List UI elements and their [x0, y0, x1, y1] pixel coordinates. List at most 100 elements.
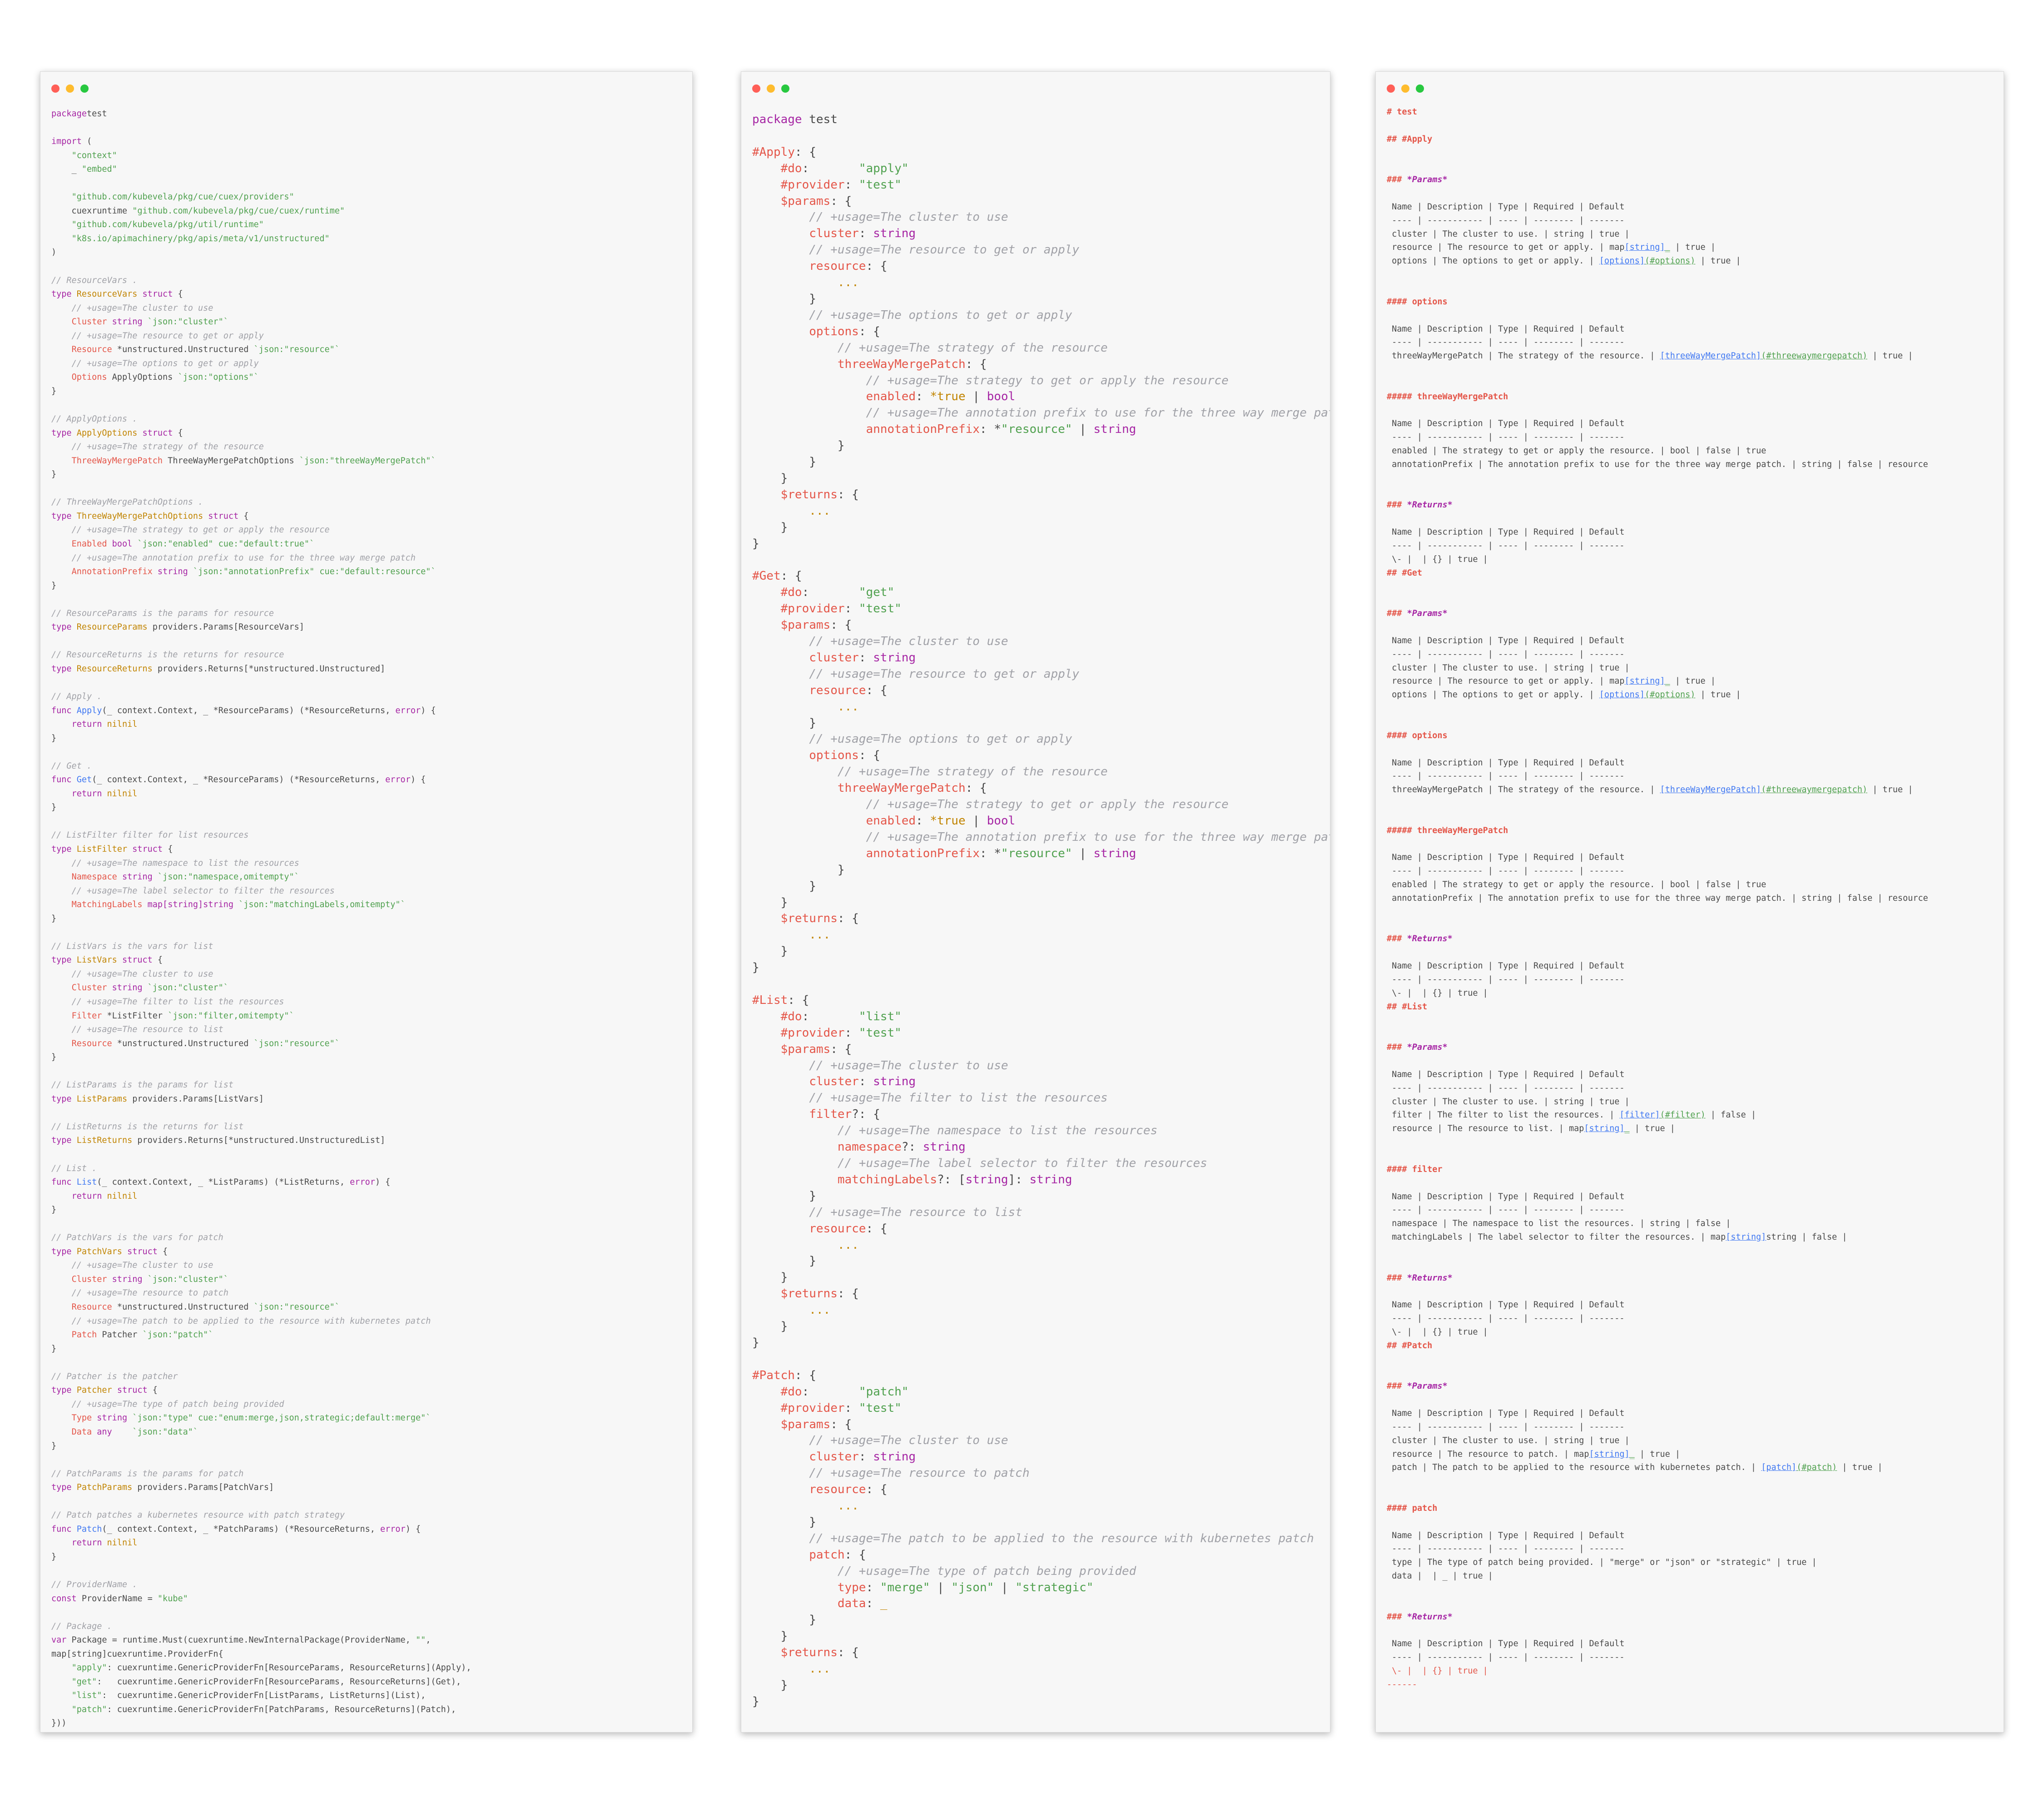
maximize-button[interactable] [1416, 84, 1424, 93]
code-token: | [965, 814, 987, 828]
code-line: // +usage=The filter to list the resourc… [752, 1090, 1325, 1107]
code-line: } [51, 1051, 688, 1065]
code-token: $returns [780, 1646, 838, 1660]
code-token [51, 1039, 72, 1048]
code-line: } [752, 1678, 1325, 1694]
code-line: } [51, 801, 688, 815]
code-line: ​ [51, 926, 688, 940]
maximize-button[interactable] [80, 84, 89, 93]
code-token: Cluster [71, 1274, 107, 1284]
code-token: nil [107, 720, 122, 730]
code-line: "k8s.io/apimachinery/pkg/apis/meta/v1/un… [51, 232, 688, 246]
code-token: { [173, 428, 183, 438]
code-token: #provider [780, 178, 845, 192]
code-token: providers.Returns[*unstructured.Unstruct… [152, 664, 386, 674]
code-line: var Package = runtime.Must(cuexruntime.N… [51, 1633, 688, 1648]
minimize-button[interactable] [767, 84, 775, 93]
code-line: ### *Returns* [1387, 1271, 1999, 1285]
code-token: *true [930, 390, 966, 404]
code-token: : { [830, 1417, 852, 1431]
close-button[interactable] [752, 84, 760, 93]
code-token [51, 303, 72, 313]
code-token [51, 372, 72, 382]
code-token: $params [780, 194, 831, 208]
code-token [72, 775, 77, 784]
code-token: cuexruntime [51, 206, 133, 216]
code-token: string [112, 1274, 143, 1284]
code-token [72, 1177, 77, 1187]
code-line: type Patcher struct { [51, 1384, 688, 1398]
code-token: } [752, 1271, 788, 1285]
code-line: // +usage=The namespace to list the reso… [752, 1123, 1325, 1139]
code-token: func [51, 1524, 72, 1534]
code-token: ---- | ----------- | ---- | -------- | -… [1387, 432, 1630, 442]
code-token: "json" [951, 1580, 994, 1594]
code-token [72, 1247, 77, 1256]
code-token [752, 798, 866, 811]
code-token [752, 1418, 781, 1431]
code-token: [threeWayMergePatch] [1660, 785, 1761, 795]
code-line: ​ [51, 1106, 688, 1120]
code-token: // ResourceReturns is the returns for re… [51, 650, 284, 660]
code-line: "github.com/kubevela/pkg/cue/cuex/provid… [51, 190, 688, 204]
code-line: ---- | ----------- | ---- | -------- | -… [1387, 864, 1999, 878]
code-token [72, 1136, 77, 1145]
minimize-button[interactable] [1401, 84, 1409, 93]
code-token: Name | Description | Type | Required | D… [1387, 324, 1630, 334]
code-token [752, 357, 838, 371]
code-line: } [752, 960, 1325, 976]
code-line: // +usage=The strategy of the resource [752, 340, 1325, 357]
code-line: ​ [752, 976, 1325, 993]
code-token: } [51, 913, 57, 923]
minimize-button[interactable] [66, 84, 74, 93]
code-line: Name | Description | Type | Required | D… [1387, 851, 1999, 864]
code-token: _ [1629, 1449, 1635, 1459]
code-line: namespace?: string [752, 1139, 1325, 1156]
code-token: : { [858, 749, 880, 763]
code-token [51, 1691, 72, 1700]
close-button[interactable] [1387, 84, 1395, 93]
code-token: package [752, 113, 802, 126]
code-token: | true | [1629, 1124, 1681, 1134]
code-token: ) { [405, 1524, 421, 1534]
code-token [72, 844, 77, 854]
code-line: // +usage=The options to get or apply [752, 731, 1325, 748]
code-line: })) [51, 1717, 688, 1731]
code-token: providers.Params[PatchVars] [132, 1483, 274, 1493]
code-token: // +usage=The resource to list [71, 1025, 223, 1035]
code-line: ThreeWayMergePatch ThreeWayMergePatchOpt… [51, 454, 688, 468]
code-token: : { [837, 1646, 859, 1660]
code-token: ---- | ----------- | ---- | -------- | -… [1387, 1653, 1630, 1663]
code-token: #Patch [752, 1368, 795, 1382]
code-token: [string] [1726, 1232, 1766, 1242]
code-token: } [752, 879, 816, 893]
code-token: ?: [ [937, 1172, 966, 1187]
code-token: patch [809, 1548, 845, 1562]
code-token: ... [837, 1238, 859, 1252]
code-token [752, 1124, 838, 1137]
code-token: : * [979, 846, 1001, 860]
code-token [752, 1581, 838, 1594]
code-token: Patcher [97, 1330, 143, 1340]
code-token: | [994, 1580, 1016, 1594]
code-token [752, 732, 809, 746]
code-token [72, 289, 77, 299]
code-token [752, 1401, 781, 1415]
code-token [72, 1483, 77, 1492]
code-token: | [1072, 422, 1094, 437]
maximize-button[interactable] [781, 84, 789, 93]
code-token: : cuexruntime.GenericProviderFn[Resource… [107, 1663, 471, 1673]
code-line: packagetest [51, 107, 688, 121]
code-line: Resource *unstructured.Unstructured `jso… [51, 1037, 688, 1051]
code-token: | [965, 390, 987, 404]
code-token: *true [930, 814, 966, 828]
code-line: } [51, 468, 688, 482]
code-line: enabled: *true | bool [752, 813, 1325, 829]
code-line: cluster | The cluster to use. | string |… [1387, 1095, 1999, 1109]
code-line: ​ [51, 676, 688, 690]
code-token: return [71, 1538, 102, 1548]
code-token: | [1072, 846, 1094, 860]
code-token: ---- | ----------- | ---- | -------- | -… [1387, 1314, 1630, 1324]
close-button[interactable] [51, 84, 60, 93]
code-token: string [873, 227, 916, 241]
